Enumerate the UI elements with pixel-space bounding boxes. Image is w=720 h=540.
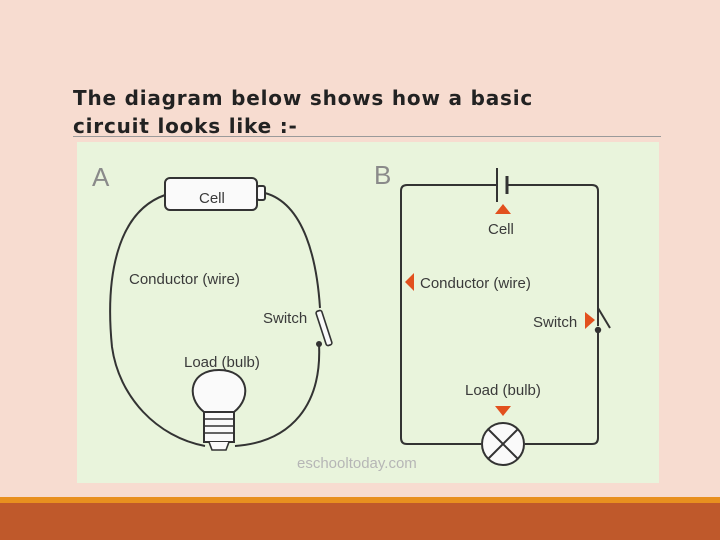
title-divider bbox=[73, 136, 661, 137]
circuit-diagram: A Cell Switch Conductor (wire) bbox=[77, 142, 659, 483]
panel-a-wire-right-bottom bbox=[234, 343, 321, 447]
panel-a-load-label: Load (bulb) bbox=[184, 354, 260, 371]
panel-b-switch-arrow-icon bbox=[585, 312, 595, 329]
panel-b-load-label: Load (bulb) bbox=[465, 382, 541, 399]
panel-a: A Cell Switch Conductor (wire) bbox=[92, 162, 333, 451]
panel-a-letter: A bbox=[92, 162, 110, 192]
panel-b-wire-top-right bbox=[507, 184, 599, 326]
panel-b-letter: B bbox=[374, 160, 391, 190]
panel-b-cell-icon bbox=[496, 168, 509, 202]
slide-title-line-1: The diagram below shows how a basic bbox=[73, 86, 534, 110]
slide-title-line-2: circuit looks like :- bbox=[73, 114, 298, 138]
panel-b-wire-bottom-right bbox=[525, 332, 599, 445]
panel-b-conductor-label: Conductor (wire) bbox=[420, 275, 531, 292]
panel-b-conductor-arrow-icon bbox=[405, 273, 414, 291]
panel-b-cell-arrow-icon bbox=[495, 204, 511, 214]
panel-b-wire-top-left bbox=[400, 184, 497, 445]
footer-accent-stripe bbox=[0, 497, 720, 503]
panel-b: B Cell Conductor (wire) Switch bbox=[374, 160, 611, 466]
panel-b-switch-icon bbox=[594, 307, 611, 334]
watermark: eschooltoday.com bbox=[297, 455, 417, 472]
panel-b-lamp-icon bbox=[481, 422, 525, 466]
panel-a-conductor-label: Conductor (wire) bbox=[129, 271, 240, 288]
circuit-diagram-svg: A Cell Switch Conductor (wire) bbox=[92, 160, 611, 472]
panel-a-switch-label: Switch bbox=[263, 310, 307, 327]
slide-title: The diagram below shows how a basic circ… bbox=[73, 84, 633, 140]
panel-a-bulb-icon bbox=[191, 368, 247, 451]
panel-a-cell-label: Cell bbox=[199, 190, 225, 207]
panel-a-switch-icon bbox=[315, 309, 333, 347]
panel-b-switch-label: Switch bbox=[533, 314, 577, 331]
panel-a-cell-icon bbox=[164, 177, 266, 211]
panel-a-wire-left bbox=[109, 194, 206, 447]
footer-bar bbox=[0, 503, 720, 540]
panel-b-load-arrow-icon bbox=[495, 406, 511, 416]
panel-b-cell-label: Cell bbox=[488, 221, 514, 238]
panel-a-wire-right-top bbox=[264, 192, 321, 309]
